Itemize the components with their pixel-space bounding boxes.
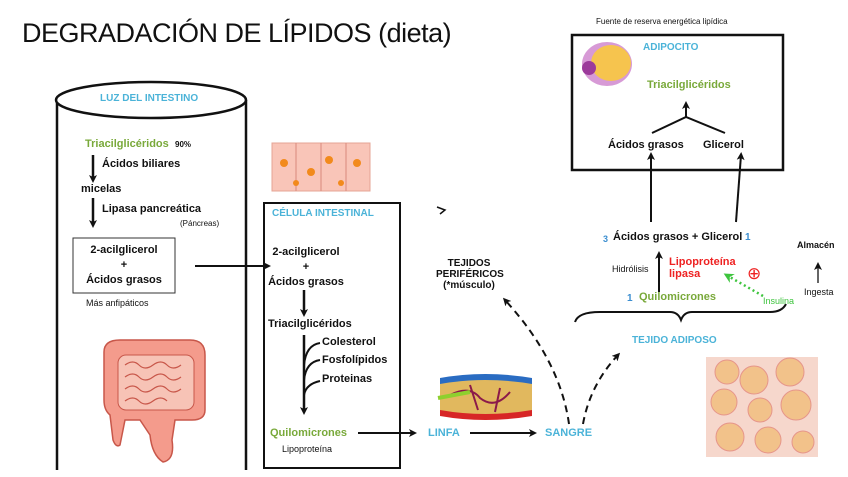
lpl-line1: Lipoproteína (669, 256, 736, 268)
adipose-tissue-illustration (706, 357, 818, 457)
cell-chylo-note: Lipoproteína (282, 444, 333, 454)
cell-input-line2: Ácidos grasos (268, 276, 344, 288)
storage-label: Almacén (797, 240, 835, 250)
adipocyte-header: ADIPOCITO (643, 42, 699, 53)
cell-addition-phospholipids: Fosfolípidos (322, 354, 388, 366)
glycerol-count: 1 (745, 232, 751, 243)
lpl-enzyme: Lipoproteína lipasa (669, 256, 736, 280)
adipose-tissue-label: TEJIDO ADIPOSO (632, 335, 717, 346)
lymph-label: LINFA (428, 427, 460, 439)
peripheral-tissues: TEJIDOS PERIFÉRICOS (*músculo) (436, 258, 504, 291)
adipocyte-tag: Triacilglicéridos (647, 79, 731, 91)
insulin-label: Insulina (763, 296, 795, 306)
adipose-brace (574, 303, 787, 323)
peripheral-line3: (*músculo) (443, 280, 495, 291)
title-suffix: (dieta) (378, 18, 452, 48)
arrow-to-peripheral (502, 297, 570, 425)
adipocyte-fatty-acids: Ácidos grasos (608, 139, 684, 151)
lymph-vessel-illustration (437, 374, 532, 420)
title-main: DEGRADACIÓN DE LÍPIDOS (22, 18, 372, 48)
lumen-product-line2: Ácidos grasos (86, 274, 162, 286)
cell-input-plus: + (302, 261, 310, 273)
lumen-micelles: micelas (81, 183, 122, 195)
page-title: DEGRADACIÓN DE LÍPIDOS (dieta) (22, 18, 452, 49)
cell-addition-cholesterol: Colesterol (322, 336, 376, 348)
arrow-insulin (723, 273, 764, 298)
lumen-product-plus: + (120, 259, 128, 271)
arrow-glycerol-uptake (735, 152, 745, 223)
lpl-line2: lipasa (669, 268, 701, 280)
peripheral-line2: PERIFÉRICOS (436, 269, 504, 280)
lumen-product-note: Más anfipáticos (86, 298, 149, 308)
cell-tag: Triacilglicéridos (268, 318, 352, 330)
arrow-to-adipose (582, 352, 621, 425)
lumen-bile: Ácidos biliares (102, 158, 181, 170)
intestine-lumen-cylinder (54, 80, 248, 470)
cell-addition-proteins: Proteinas (322, 373, 373, 385)
lumen-lipase: Lipasa pancreática (102, 203, 202, 215)
fa-count: 3 (603, 234, 609, 244)
intestinal-cells-illustration (271, 142, 371, 192)
lumen-tag-pct: 90% (175, 140, 192, 149)
activator-plus-icon: ⊕ (747, 264, 762, 283)
intestine-illustration (103, 339, 206, 463)
lumen-product-box (72, 237, 176, 294)
lumen-products: 2-acilglicerol + Ácidos grasos (73, 243, 175, 288)
chylo-count: 1 (627, 293, 633, 304)
adipose-chylomicrons: Quilomicrones (639, 291, 717, 303)
cell-chylomicrons: Quilomicrones (270, 427, 348, 439)
adipocyte-cell-illustration (582, 42, 632, 86)
hydrolysis-label: Hidrólisis (612, 264, 649, 274)
cell-input-line1: 2-acilglicerol (272, 246, 340, 258)
adipose-products: Ácidos grasos + Glicerol (613, 231, 743, 243)
blood-label: SANGRE (545, 427, 593, 439)
adipocyte-glycerol: Glicerol (703, 139, 744, 151)
cell-header: CÉLULA INTESTINAL (272, 208, 374, 219)
intake-label: Ingesta (804, 287, 834, 297)
cell-inputs: 2-acilglicerol + Ácidos grasos (266, 245, 346, 290)
lumen-header: LUZ DEL INTESTINO (100, 93, 199, 104)
lumen-lipase-source: (Páncreas) (180, 219, 220, 228)
cell-box (263, 202, 401, 469)
peripheral-line1: TEJIDOS (447, 258, 491, 269)
adipocyte-caption: Fuente de reserva energética lipídica (596, 17, 728, 26)
adipocyte-box (570, 33, 785, 172)
lumen-tag: Triacilglicéridos (85, 138, 169, 150)
lumen-product-line1: 2-acilglicerol (90, 244, 158, 256)
